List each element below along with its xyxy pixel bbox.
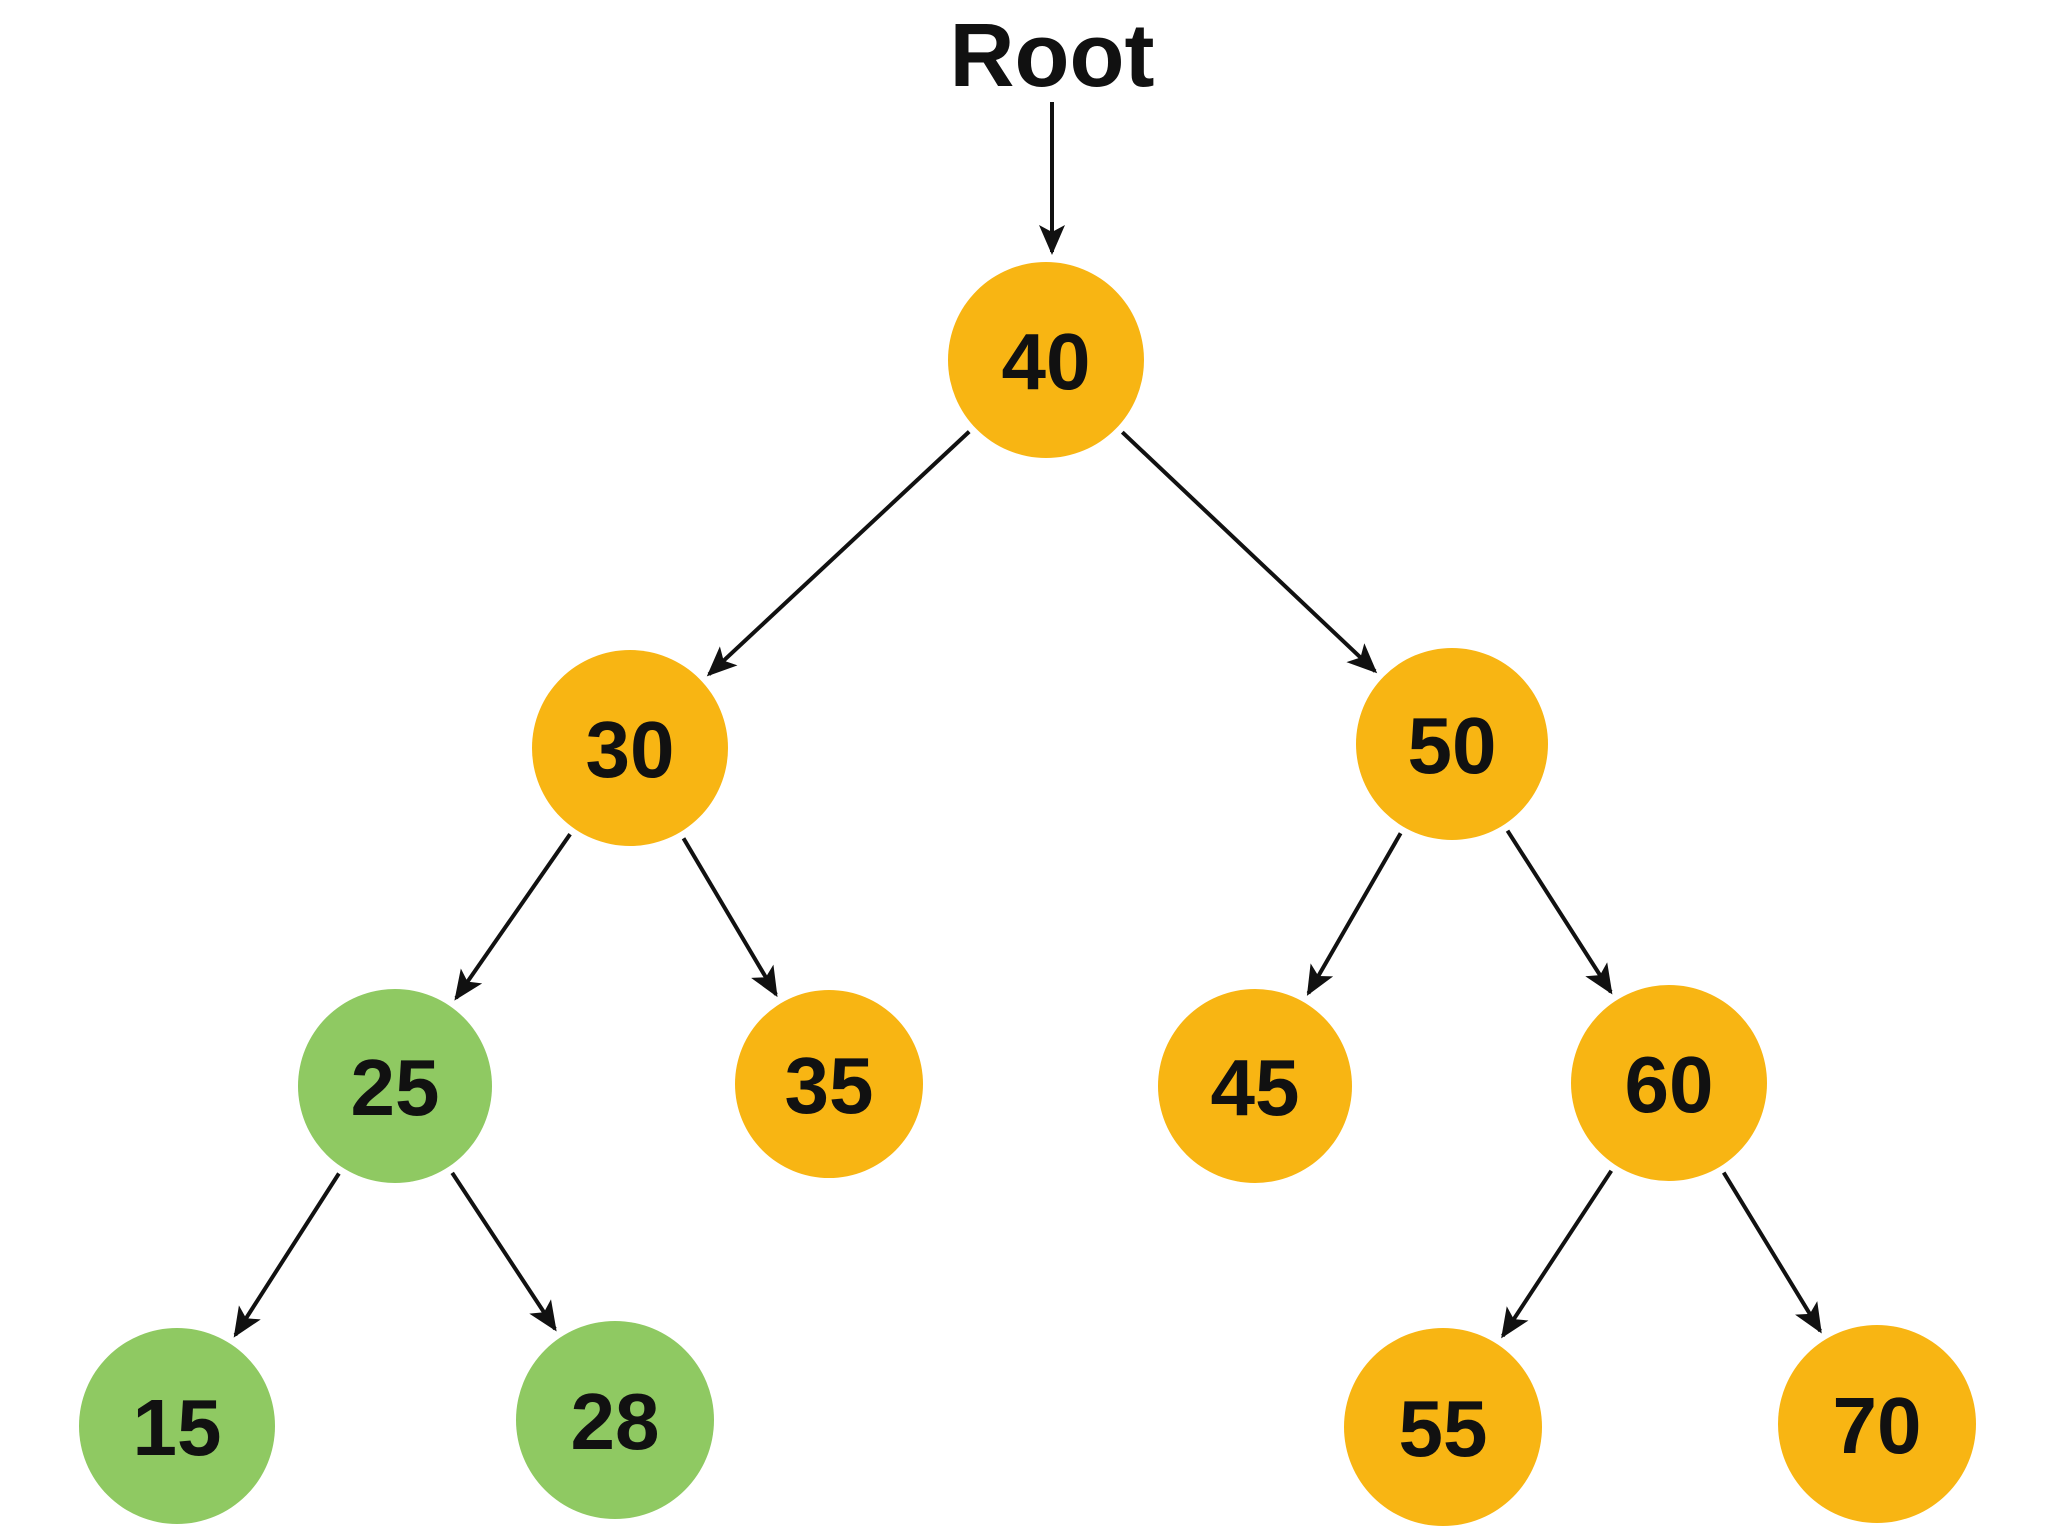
tree-node-30: 30: [532, 650, 728, 846]
tree-node-70: 70: [1778, 1325, 1976, 1523]
node-circle-35: [735, 990, 923, 1178]
node-circle-55: [1344, 1328, 1542, 1526]
tree-node-55: 55: [1344, 1328, 1542, 1526]
tree-node-45: 45: [1158, 989, 1352, 1183]
node-value-35: 35: [785, 1041, 874, 1130]
edges-group: [233, 102, 1822, 1339]
node-value-28: 28: [571, 1377, 660, 1466]
node-value-30: 30: [586, 705, 675, 794]
node-circle-40: [948, 262, 1144, 458]
edge-50-60: [1505, 829, 1613, 995]
tree-node-50: 50: [1356, 648, 1548, 840]
edge-50-45: [1306, 832, 1403, 996]
node-circle-60: [1571, 985, 1767, 1181]
node-value-15: 15: [133, 1383, 222, 1472]
edge-25-28: [450, 1171, 557, 1332]
edge-40-30: [706, 430, 971, 677]
node-value-55: 55: [1399, 1384, 1488, 1473]
node-circle-70: [1778, 1325, 1976, 1523]
tree-node-40: 40: [948, 262, 1144, 458]
tree-node-25: 25: [298, 989, 492, 1183]
tree-node-15: 15: [79, 1328, 275, 1524]
node-value-70: 70: [1833, 1381, 1922, 1470]
node-circle-25: [298, 989, 492, 1183]
node-circle-30: [532, 650, 728, 846]
node-value-45: 45: [1211, 1043, 1300, 1132]
edge-30-35: [681, 837, 778, 998]
edge-60-70: [1721, 1171, 1822, 1334]
node-circle-50: [1356, 648, 1548, 840]
edge-30-25: [454, 833, 572, 1001]
tree-node-35: 35: [735, 990, 923, 1178]
node-circle-28: [516, 1321, 714, 1519]
node-value-40: 40: [1002, 317, 1091, 406]
node-value-60: 60: [1625, 1040, 1714, 1129]
edge-60-55: [1501, 1169, 1613, 1339]
root-label: Root: [950, 6, 1155, 106]
nodes-group: 40 30 50 25 35 45 60 15 28 55 70: [79, 262, 1976, 1526]
node-circle-45: [1158, 989, 1352, 1183]
edge-25-15: [233, 1172, 341, 1338]
node-value-25: 25: [351, 1043, 440, 1132]
edge-40-50: [1120, 430, 1378, 674]
tree-node-60: 60: [1571, 985, 1767, 1181]
node-value-50: 50: [1408, 701, 1497, 790]
tree-node-28: 28: [516, 1321, 714, 1519]
node-circle-15: [79, 1328, 275, 1524]
